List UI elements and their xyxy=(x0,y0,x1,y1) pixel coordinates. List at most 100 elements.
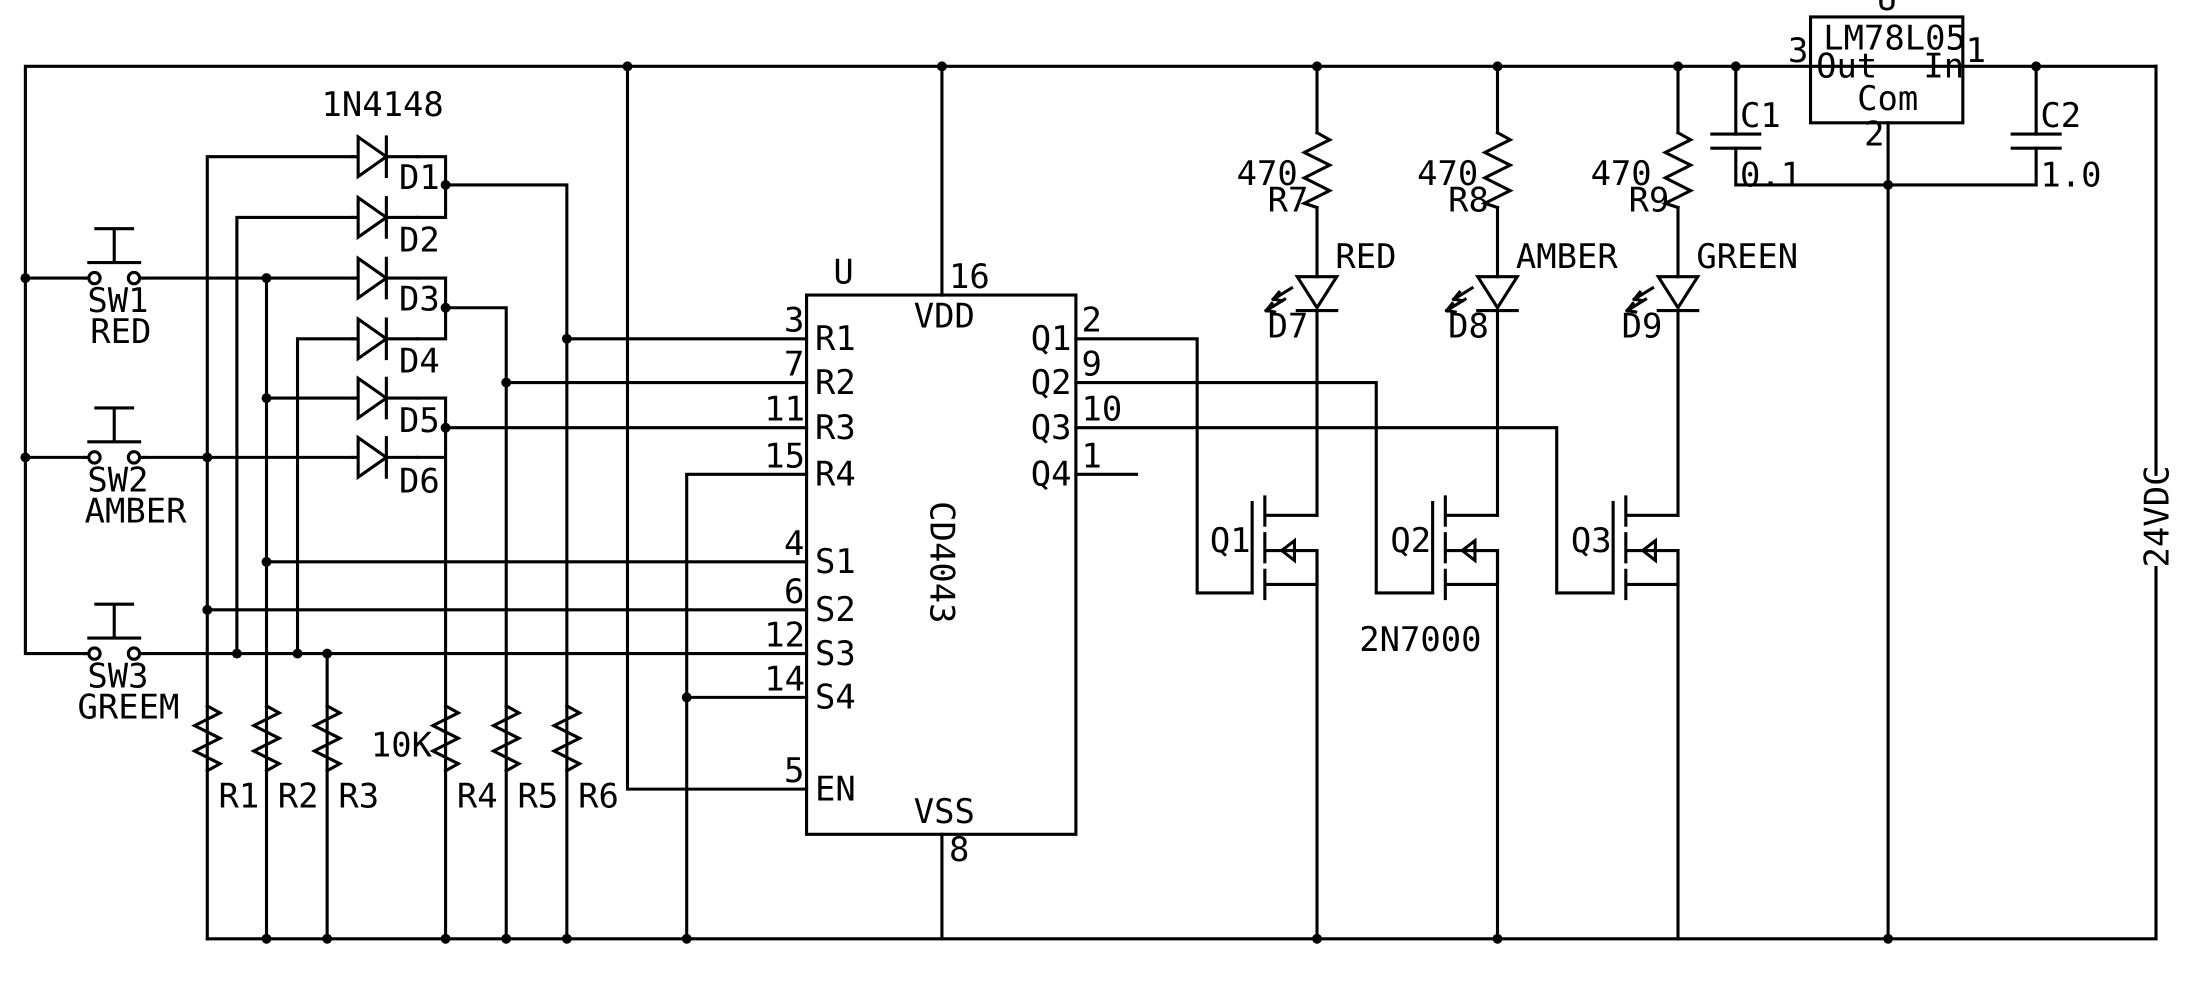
pin-num-r1: 3 xyxy=(784,301,804,340)
diode-d6: D6 xyxy=(350,434,440,501)
regulator-in-label: In xyxy=(1923,47,1964,86)
regulator-lm78l05: U LM78L05 Out In Com 3 1 2 xyxy=(1788,0,1986,153)
resistor-ref: R7 xyxy=(1268,181,1309,220)
pin-label-q2: Q2 xyxy=(1031,363,1072,402)
mosfet-ref: Q1 xyxy=(1210,521,1251,560)
regulator-com-pin: 2 xyxy=(1864,114,1884,153)
pin-num-vdd: 16 xyxy=(949,257,990,296)
pin-num-s3: 12 xyxy=(764,616,805,655)
pin-num-s4: 14 xyxy=(764,659,805,698)
pin-label-vdd: VDD xyxy=(914,296,975,335)
capacitor-value: 0.1 xyxy=(1740,155,1801,194)
pin-label-q4: Q4 xyxy=(1031,455,1072,494)
diode-ref: D5 xyxy=(399,401,440,440)
led-branch-amber: 470 R8 AMBER D8 xyxy=(1417,130,1618,345)
diode-d4: D4 xyxy=(350,316,440,381)
resistor-ref: R3 xyxy=(338,776,379,815)
mosfet-q2: Q2 xyxy=(1390,495,1500,601)
switch-sw2: SW2 AMBER xyxy=(83,406,187,530)
diode-part-label: 1N4148 xyxy=(321,85,443,124)
regulator-com-label: Com xyxy=(1857,79,1918,118)
pin-num-vss: 8 xyxy=(949,830,969,869)
regulator-in-pin: 1 xyxy=(1966,31,1986,70)
capacitor-c1: C1 0.1 xyxy=(1710,96,1801,194)
switch-label: GREEM xyxy=(78,688,180,727)
diode-ref: D4 xyxy=(399,342,440,381)
mosfet-ref: Q3 xyxy=(1571,521,1612,560)
capacitor-ref: C2 xyxy=(2040,96,2081,135)
regulator-out-pin: 3 xyxy=(1788,31,1808,70)
switch-sw3: SW3 GREEM xyxy=(78,602,180,727)
pin-label-q1: Q1 xyxy=(1031,319,1072,358)
pin-num-q1: 2 xyxy=(1082,301,1102,340)
resistor-value: 470 xyxy=(1591,154,1652,193)
mosfet-ref: Q2 xyxy=(1390,521,1431,560)
led-ref: D8 xyxy=(1448,306,1489,345)
pulldown-resistors: R1 R2 R3 10K R4 R5 R6 xyxy=(191,703,619,815)
resistor-value: 470 xyxy=(1237,154,1298,193)
capacitor-ref: C1 xyxy=(1740,96,1781,135)
resistor-ref: R6 xyxy=(578,776,619,815)
pin-label-vss: VSS xyxy=(914,792,975,831)
resistor-ref: R8 xyxy=(1448,181,1489,220)
pin-num-q2: 9 xyxy=(1082,344,1102,383)
pin-label-r1: R1 xyxy=(815,319,856,358)
switch-ref: SW1 xyxy=(87,281,148,320)
diode-ref: D6 xyxy=(399,462,440,501)
capacitor-c2: C2 1.0 xyxy=(2010,96,2102,194)
pin-num-q4: 1 xyxy=(1082,436,1102,475)
diode-d5: D5 xyxy=(350,375,440,440)
led-ref: D7 xyxy=(1268,306,1309,345)
pin-num-s1: 4 xyxy=(784,524,804,563)
regulator-out-label: Out xyxy=(1816,47,1877,86)
led-branch-green: 470 R9 GREEN D9 xyxy=(1591,130,1798,345)
mosfet-q1: Q1 xyxy=(1210,495,1319,601)
led-color-label: GREEN xyxy=(1696,237,1798,276)
resistor-ref: R4 xyxy=(457,776,498,815)
capacitor-value: 1.0 xyxy=(2040,155,2101,194)
resistor-ref: R9 xyxy=(1629,181,1670,220)
diode-ref: D2 xyxy=(399,220,440,259)
pin-label-r4: R4 xyxy=(815,455,856,494)
pin-num-s2: 6 xyxy=(784,572,804,611)
led-color-label: AMBER xyxy=(1516,237,1618,276)
pulldown-value: 10K xyxy=(371,726,433,765)
switch-label: RED xyxy=(90,312,151,351)
switch-label: AMBER xyxy=(85,491,187,530)
pin-num-q3: 10 xyxy=(1082,390,1123,429)
diode-ref: D1 xyxy=(399,158,440,197)
diode-d3: D3 xyxy=(350,255,440,319)
ic-name: CD4043 xyxy=(923,501,962,623)
ic-ref: U xyxy=(833,253,853,292)
diode-ref: D3 xyxy=(399,280,440,319)
led-color-label: RED xyxy=(1335,237,1396,276)
ic-cd4043: U VDD 16 VSS 8 CD4043 R1 3 R2 7 R3 11 R4… xyxy=(764,253,1122,869)
pin-num-r3: 11 xyxy=(764,390,805,429)
pin-label-s4: S4 xyxy=(815,678,856,717)
pin-num-r4: 15 xyxy=(764,436,805,475)
switch-ref: SW2 xyxy=(87,460,148,499)
led-branch-red: 470 R7 RED D7 xyxy=(1237,130,1396,345)
resistor-ref: R1 xyxy=(219,776,260,815)
mosfet-part-label: 2N7000 xyxy=(1359,620,1481,659)
regulator-ref: U xyxy=(1877,0,1897,18)
diode-d1: D1 xyxy=(350,133,440,197)
pin-label-r2: R2 xyxy=(815,363,856,402)
mosfet-q3: Q3 xyxy=(1571,495,1680,601)
pin-label-s3: S3 xyxy=(815,634,856,673)
pin-num-en: 5 xyxy=(784,751,804,790)
switch-ref: SW3 xyxy=(87,656,148,695)
resistor-ref: R5 xyxy=(517,776,558,815)
pin-label-q3: Q3 xyxy=(1031,408,1072,447)
pin-label-s2: S2 xyxy=(815,590,856,629)
resistor-value: 470 xyxy=(1417,154,1478,193)
led-ref: D9 xyxy=(1622,306,1663,345)
pin-num-r2: 7 xyxy=(784,344,804,383)
supply-label: 24VDC xyxy=(2138,466,2177,568)
pin-label-s1: S1 xyxy=(815,542,856,581)
wires xyxy=(23,64,2158,941)
pin-label-r3: R3 xyxy=(815,408,856,447)
diode-d2: D2 xyxy=(350,194,440,259)
resistor-ref: R2 xyxy=(278,776,319,815)
